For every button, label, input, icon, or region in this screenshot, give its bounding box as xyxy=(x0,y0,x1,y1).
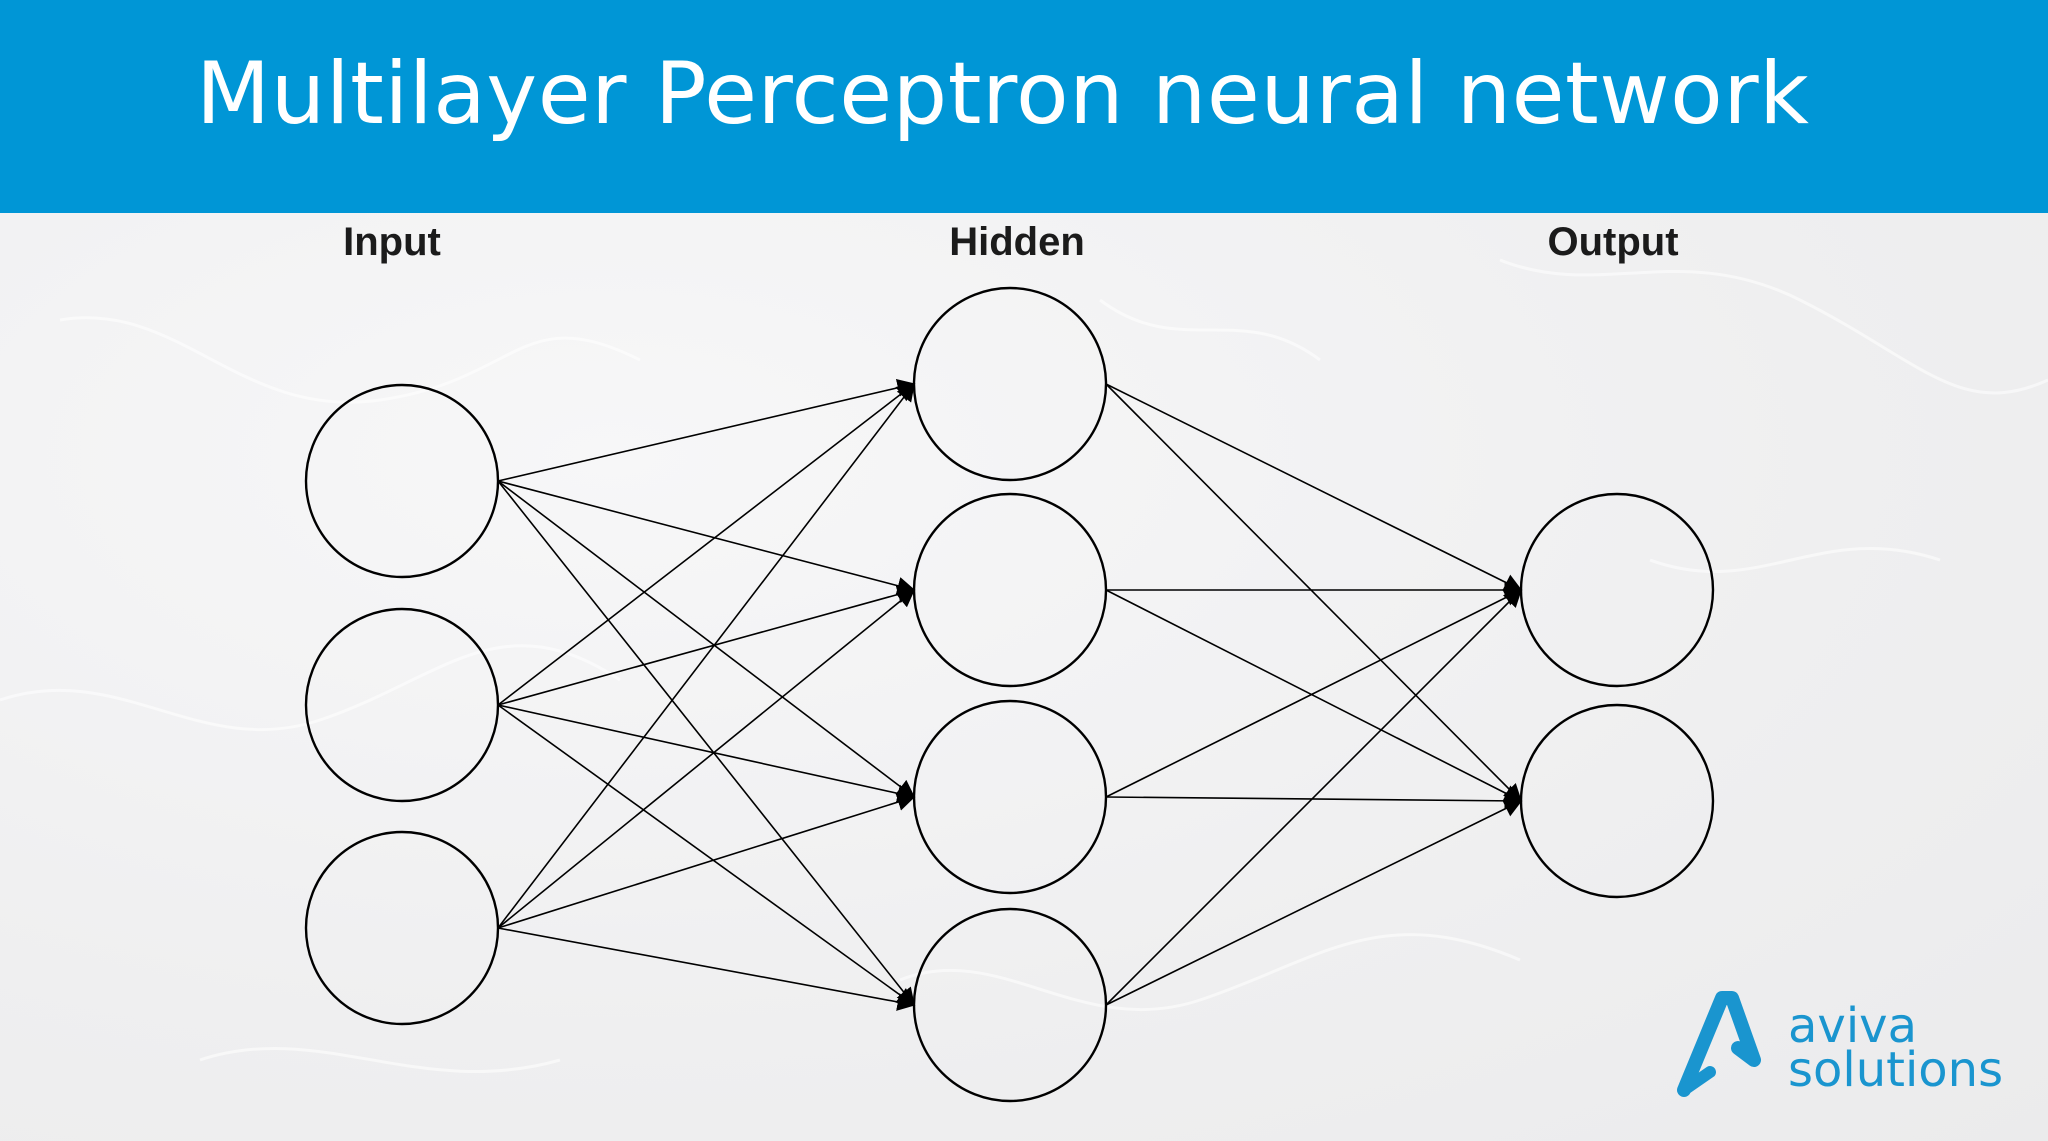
edge-hidden-3-to-output-1 xyxy=(1105,589,1523,798)
edge-input-2-to-hidden-4 xyxy=(497,704,916,1006)
input-node-3 xyxy=(304,830,500,1026)
edge-input-1-to-hidden-3 xyxy=(497,480,916,798)
edge-hidden-3-to-output-2 xyxy=(1105,791,1523,810)
output-node-2 xyxy=(1519,703,1715,899)
logo-text-aviva: aviva xyxy=(1788,998,1917,1054)
hidden-node-2 xyxy=(912,492,1108,688)
aviva-a-logo-icon xyxy=(1677,991,1761,1097)
hidden-node-3 xyxy=(912,699,1108,895)
nodes xyxy=(304,286,1715,1103)
edge-input-3-to-hidden-2 xyxy=(497,589,916,929)
logo-text-solutions: solutions xyxy=(1788,1042,2004,1098)
edge-input-2-to-hidden-1 xyxy=(497,383,916,706)
edge-input-1-to-hidden-4 xyxy=(497,480,915,1007)
input-node-2 xyxy=(304,607,500,803)
output-layer-label: Output xyxy=(1547,220,1679,264)
title-bar: Multilayer Perceptron neural network xyxy=(0,0,2048,213)
hidden-node-4 xyxy=(912,907,1108,1103)
edge-input-3-to-hidden-4 xyxy=(497,927,916,1011)
page-title: Multilayer Perceptron neural network xyxy=(196,44,1810,144)
edge-hidden-2-to-output-2 xyxy=(1105,589,1523,802)
input-layer-label: Input xyxy=(343,220,441,264)
edge-input-1-to-hidden-2 xyxy=(497,480,916,595)
hidden-layer-label: Hidden xyxy=(949,220,1085,264)
edge-hidden-1-to-output-1 xyxy=(1105,383,1523,591)
input-node-1 xyxy=(304,383,500,579)
output-node-1 xyxy=(1519,492,1715,688)
edge-input-2-to-hidden-2 xyxy=(497,585,916,706)
edge-input-2-to-hidden-3 xyxy=(497,704,916,803)
hidden-node-1 xyxy=(912,286,1108,482)
edge-hidden-4-to-output-2 xyxy=(1105,800,1523,1006)
edge-input-3-to-hidden-3 xyxy=(497,793,916,929)
edge-hidden-4-to-output-1 xyxy=(1105,588,1523,1006)
connections xyxy=(497,378,1523,1011)
edge-hidden-1-to-output-2 xyxy=(1105,383,1523,803)
aviva-solutions-logo: aviva solutions xyxy=(1676,990,2006,1100)
edge-input-3-to-hidden-1 xyxy=(497,382,915,929)
edge-input-1-to-hidden-1 xyxy=(497,378,916,482)
